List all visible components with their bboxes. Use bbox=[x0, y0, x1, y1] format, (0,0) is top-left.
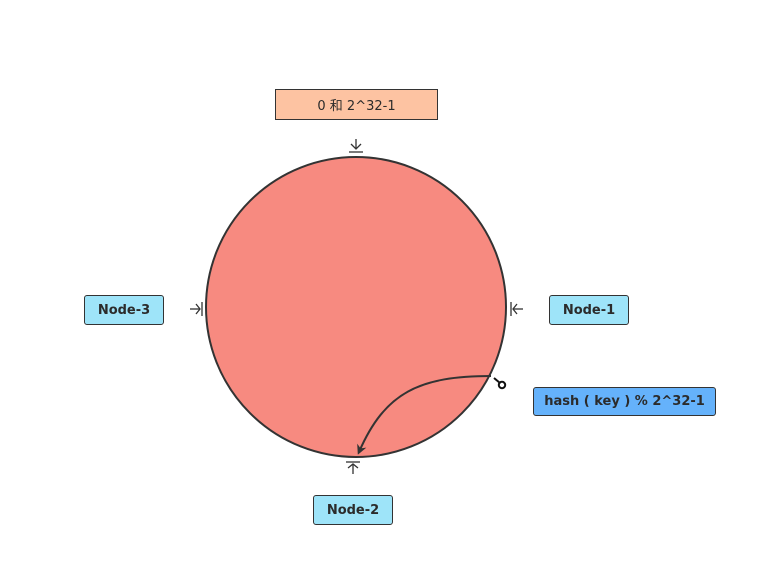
ring-range-label: 0 和 2^32-1 bbox=[275, 89, 438, 120]
hash-ring bbox=[205, 156, 507, 458]
hash-arrow bbox=[357, 375, 492, 455]
node-1-box: Node-1 bbox=[549, 295, 629, 325]
hash-function-label: hash ( key ) % 2^32-1 bbox=[533, 387, 716, 416]
node-3-marker-icon bbox=[190, 302, 203, 316]
node-3-box: Node-3 bbox=[84, 295, 164, 325]
key-point-icon bbox=[493, 377, 507, 390]
node-2-box: Node-2 bbox=[313, 495, 393, 525]
node-1-marker-icon bbox=[510, 302, 523, 316]
node-2-marker-icon bbox=[346, 461, 360, 474]
top-marker-icon bbox=[349, 139, 363, 153]
